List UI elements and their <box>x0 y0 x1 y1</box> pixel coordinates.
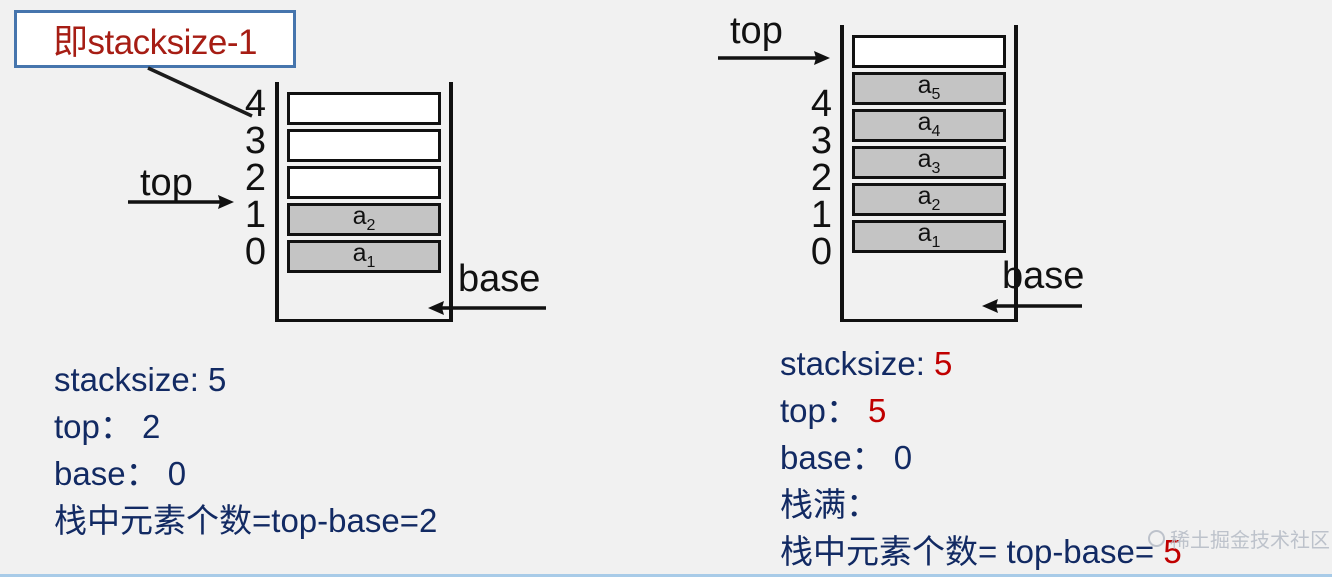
left-info-block: stacksize: 5 top： 2 base： 0 栈中元素个数=top-b… <box>54 356 437 544</box>
right-stacksize-value: 5 <box>934 345 953 382</box>
right-cell-2-value: a3 <box>917 145 941 177</box>
right-count-value: 5 <box>1163 533 1182 570</box>
left-cell-3 <box>287 129 441 162</box>
callout-text: 即stacksize-1 <box>52 22 258 62</box>
right-cell-0-value: a1 <box>917 219 941 251</box>
right-stack-cells: a5 a4 a3 a2 a1 <box>852 35 1006 253</box>
right-info-block: stacksize: 5 top： 5 base： 0 栈满： 栈中元素个数= … <box>780 340 1182 575</box>
left-cell-1: a2 <box>287 202 441 236</box>
right-stack-rail-left <box>840 25 844 322</box>
left-stack-cells: a2 a1 <box>287 92 441 273</box>
left-index-4: 4 <box>244 83 266 125</box>
right-info-line-full: 栈满： <box>780 486 879 523</box>
left-index-2: 2 <box>244 157 266 199</box>
right-top-pointer-arrow <box>718 51 830 65</box>
left-index-3: 3 <box>244 120 266 162</box>
right-stack-index-column: 4 3 2 1 0 <box>800 83 832 273</box>
left-info-line-top: top： 2 <box>54 408 161 445</box>
left-cell-4 <box>287 92 441 125</box>
right-cell-top-empty <box>852 35 1006 68</box>
right-index-2: 2 <box>810 157 832 199</box>
right-cell-0: a1 <box>852 219 1006 253</box>
left-stack: a2 a1 <box>275 82 453 322</box>
right-stack: a5 a4 a3 a2 a1 <box>840 25 1018 322</box>
left-cell-0-value: a1 <box>352 239 376 271</box>
right-stack-bottom-rule <box>840 319 1018 322</box>
left-stack-rail-right <box>449 82 453 322</box>
left-base-pointer-label: base <box>458 258 541 300</box>
right-top-value: 5 <box>868 392 887 429</box>
bottom-rule <box>0 574 1332 577</box>
left-stack-rail-left <box>275 82 279 322</box>
right-info-line-base: base： 0 <box>780 439 913 476</box>
left-cell-2 <box>287 166 441 199</box>
right-info-line-count: 栈中元素个数= top-base= 5 <box>780 533 1182 570</box>
callout-box: 即stacksize-1 <box>14 10 296 68</box>
right-cell-3-value: a4 <box>917 108 941 140</box>
right-cell-4: a5 <box>852 71 1006 105</box>
right-index-1: 1 <box>810 194 832 236</box>
watermark-text: 稀土掘金技术社区 <box>1170 530 1330 552</box>
right-cell-4-value: a5 <box>917 71 941 103</box>
right-index-0: 0 <box>810 231 832 273</box>
left-cell-1-value: a2 <box>352 202 376 234</box>
right-index-3: 3 <box>810 120 832 162</box>
right-index-4: 4 <box>810 83 832 125</box>
left-cell-0: a1 <box>287 239 441 273</box>
right-info-line-stacksize: stacksize: 5 <box>780 345 953 382</box>
left-index-1: 1 <box>244 194 266 236</box>
right-base-pointer-label: base <box>1002 255 1085 297</box>
left-stack-bottom-rule <box>275 319 453 322</box>
left-stack-index-column: 4 3 2 1 0 <box>232 83 266 273</box>
right-base-pointer-arrow <box>982 299 1082 313</box>
left-info-line-stacksize: stacksize: 5 <box>54 361 227 398</box>
right-info-line-top: top： 5 <box>780 392 887 429</box>
left-top-pointer-label: top <box>140 162 193 204</box>
left-base-pointer-arrow <box>428 301 546 315</box>
right-cell-3: a4 <box>852 108 1006 142</box>
right-top-pointer-label: top <box>730 10 783 52</box>
left-index-0: 0 <box>244 231 266 273</box>
right-cell-2: a3 <box>852 145 1006 179</box>
left-info-line-count: 栈中元素个数=top-base=2 <box>54 502 438 539</box>
right-cell-1-value: a2 <box>917 182 941 214</box>
left-top-pointer-arrow <box>128 195 234 209</box>
right-stack-rail-right <box>1014 25 1018 322</box>
right-cell-1: a2 <box>852 182 1006 216</box>
left-info-line-base: base： 0 <box>54 455 187 492</box>
